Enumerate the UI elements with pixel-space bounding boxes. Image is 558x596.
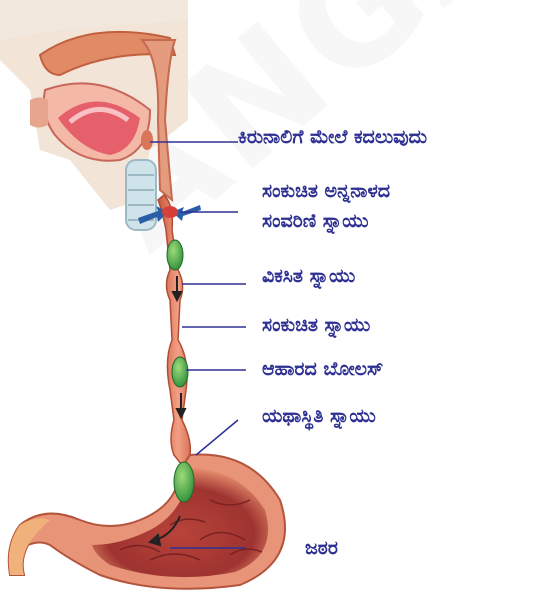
label-stomach: ಜಠರ — [305, 537, 338, 559]
label-resting-muscle: ಯಥಾಸ್ಥಿತಿ ಸ್ನಾಯು — [262, 405, 376, 427]
soft-palate — [141, 130, 153, 150]
label-soft-palate: ಕಿರುನಾಲಿಗೆ ಮೇಲೆ ಕದಲುವುದು — [238, 126, 427, 148]
label-sphincter-line2: ಸಂವರಿಣಿ ಸ್ನಾಯು — [262, 210, 369, 232]
label-sphincter-line1: ಸಂಕುಚಿತ ಅನ್ನನಾಳದ — [262, 180, 390, 202]
lips — [30, 98, 48, 128]
bolus-upper — [167, 240, 183, 270]
head — [0, 0, 188, 230]
label-bolus: ಆಹಾರದ ಬೋಲಸ್ — [262, 358, 383, 380]
esophagus — [158, 195, 198, 470]
sphincter — [162, 206, 178, 218]
bolus-stomach — [174, 462, 194, 502]
bolus-middle — [172, 357, 188, 387]
label-contracted-muscle: ಸಂಕುಚಿತ ಸ್ನಾಯು — [262, 314, 370, 336]
label-relaxed-muscle: ವಿಕಸಿತ ಸ್ನಾಯು — [262, 265, 355, 287]
stomach — [9, 455, 285, 589]
